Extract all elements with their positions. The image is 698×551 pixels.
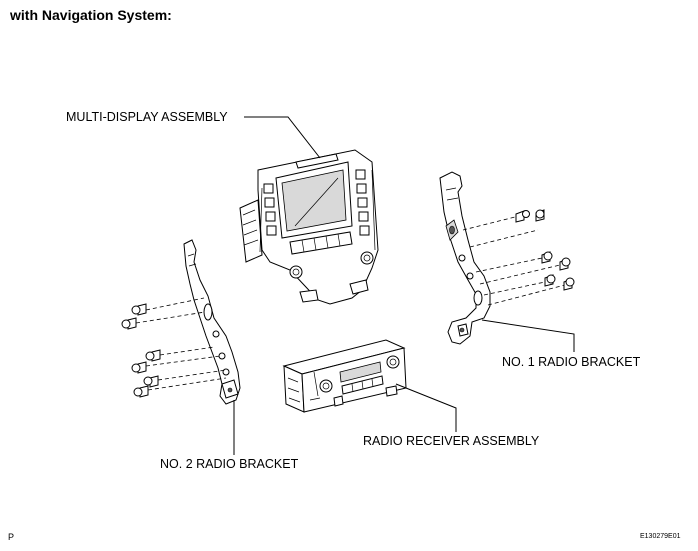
diagram-title: with Navigation System:: [10, 7, 172, 23]
no2-radio-bracket: [183, 239, 241, 405]
screw-icon: [121, 303, 161, 398]
screw-icon: [515, 209, 575, 291]
no2-bracket-screws: [135, 297, 227, 391]
page-code: P: [8, 532, 15, 542]
radio-receiver-assembly: [282, 339, 407, 413]
multi-display-assembly: [239, 149, 379, 305]
label-radio-receiver-assembly: RADIO RECEIVER ASSEMBLY: [363, 434, 540, 448]
no1-radio-bracket: [439, 171, 491, 345]
label-multi-display-assembly: MULTI-DISPLAY ASSEMBLY: [66, 110, 228, 124]
no1-bracket-screws: [462, 216, 566, 306]
figure-id: E130279E01: [640, 533, 681, 540]
label-no1-radio-bracket: NO. 1 RADIO BRACKET: [502, 355, 641, 369]
label-no2-radio-bracket: NO. 2 RADIO BRACKET: [160, 457, 299, 471]
